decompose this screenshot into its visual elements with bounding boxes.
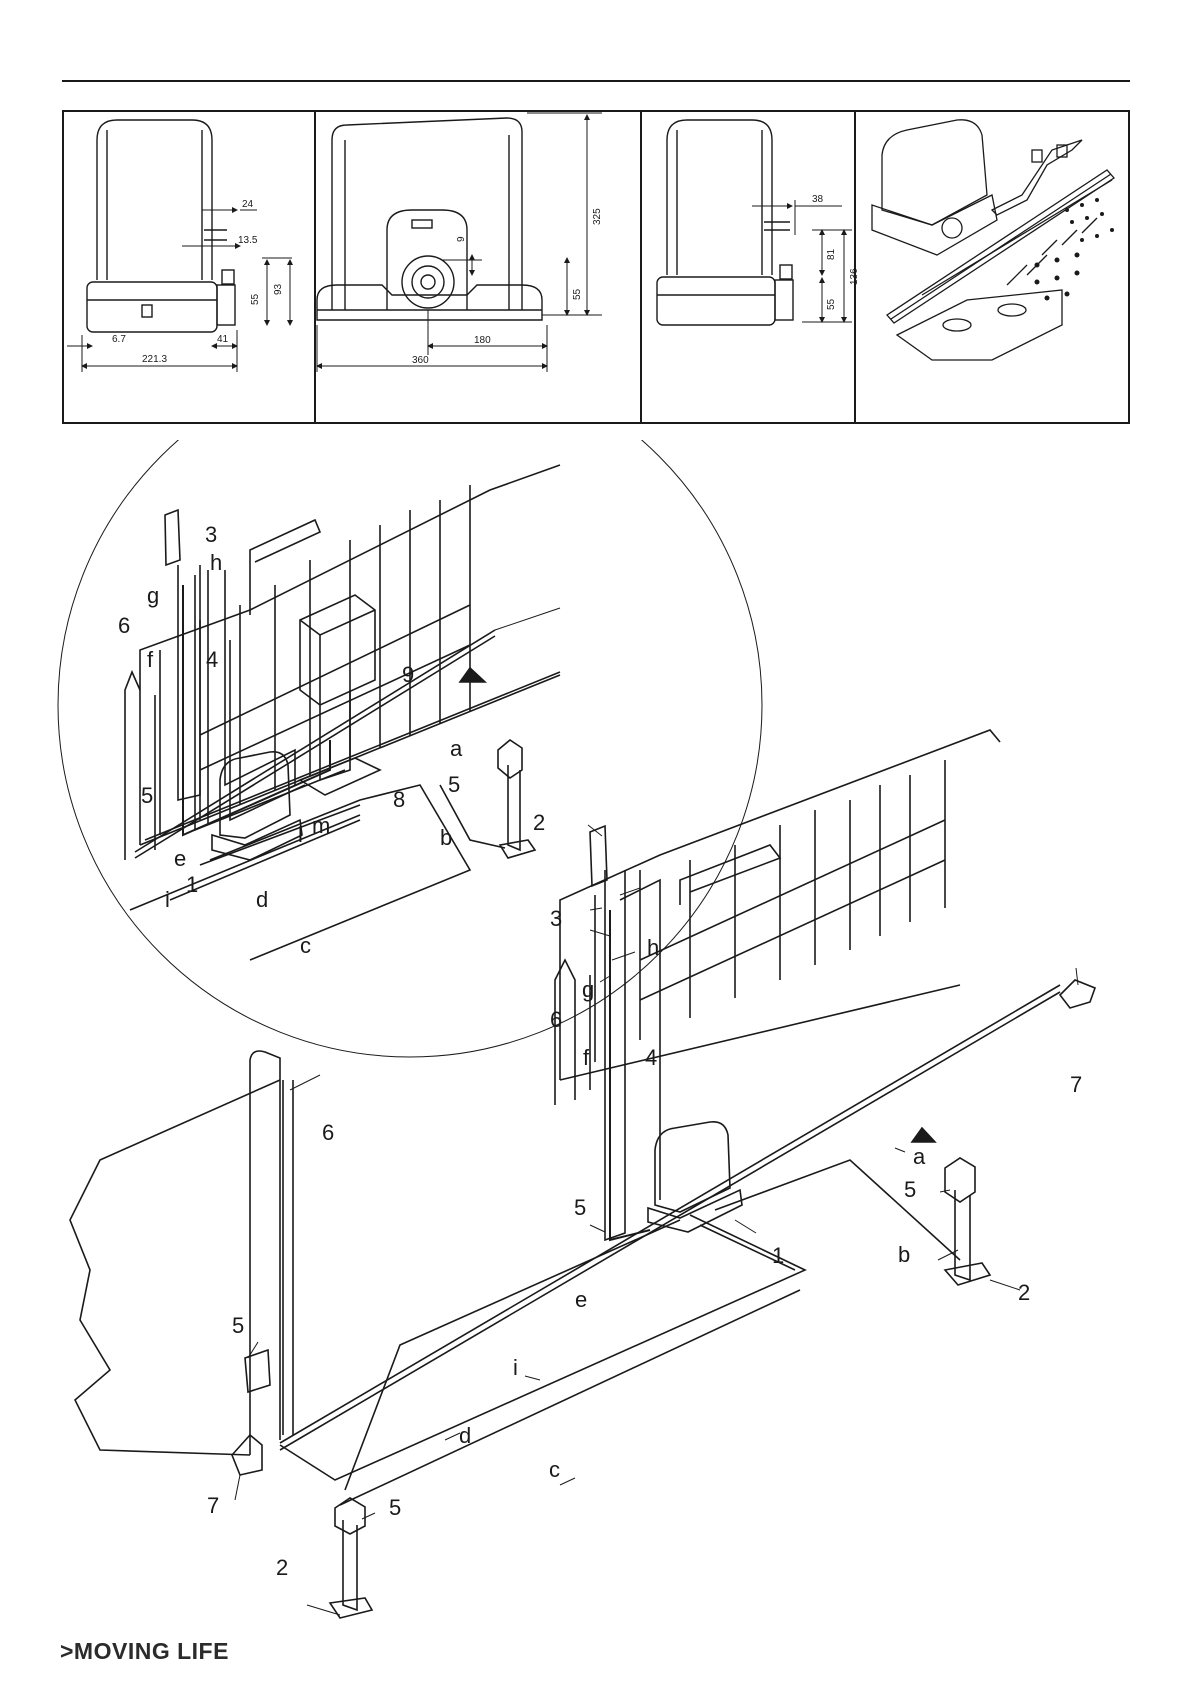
callout-overview-f: f [583,1045,590,1070]
callout-detail-4: 4 [206,647,218,672]
callout-overview-5-mid: 5 [574,1195,586,1220]
callout-overview-5-bottom: 5 [389,1495,401,1520]
callout-overview-g: g [582,977,594,1002]
callout-detail-l: l [298,822,303,847]
dim-9: 9 [456,236,467,242]
motor-side-view-2 [657,120,793,325]
callout-overview-d: d [459,1423,471,1448]
callout-detail-5-left: 5 [141,783,153,808]
callout-overview-7-left: 7 [207,1493,219,1518]
callout-overview-e: e [575,1287,587,1312]
dim-38: 38 [812,194,824,205]
callout-overview-a: a [913,1144,926,1169]
side-view-2-dimension-lines [752,200,852,322]
callout-detail-c: c [300,933,311,958]
dim-55-side-2: 55 [826,298,837,310]
callout-overview-2-right: 2 [1018,1280,1030,1305]
callout-detail-9: 9 [402,662,414,687]
dim-13-5: 13.5 [238,235,258,246]
motor-side-view [87,120,235,332]
dim-325: 325 [592,208,603,225]
callout-detail-8: 8 [393,787,405,812]
callout-detail-h: h [210,550,222,575]
callout-detail-i: i [165,887,170,912]
callout-overview-6-wall: 6 [322,1120,334,1145]
overview-gate-drawing [70,730,1095,1618]
dimensions-panel: 24 13.5 93 55 6.7 41 221.3 325 9 55 [62,110,1130,424]
callout-detail-b: b [440,825,452,850]
dim-221-3: 221.3 [142,354,167,365]
dim-24: 24 [242,199,254,210]
callout-overview-5-right: 5 [904,1177,916,1202]
callout-detail-d: d [256,887,268,912]
dim-136: 136 [849,268,860,285]
kit-contents-illustration [872,120,1114,360]
dim-81: 81 [826,248,837,260]
dim-360: 360 [412,355,429,366]
callout-overview-4: 4 [645,1045,657,1070]
installation-diagram: 3 h g 6 f 4 9 a 5 8 5 2 m l b e 1 i d c … [0,440,1191,1630]
dim-41: 41 [217,334,229,345]
callout-detail-3: 3 [205,522,217,547]
callout-overview-c: c [549,1457,560,1482]
callout-detail-6: 6 [118,613,130,638]
callout-detail-m: m [312,813,330,838]
callout-detail-1: 1 [186,872,198,897]
callout-overview-b: b [898,1242,910,1267]
callout-overview-i: i [513,1355,518,1380]
callout-detail-2: 2 [533,810,545,835]
side-view-dimension-lines [67,210,292,372]
dim-55-front: 55 [572,288,583,300]
callout-overview-6: 6 [550,1007,562,1032]
dim-55-side: 55 [250,293,261,305]
brand-logo: >MOVING LIFE [60,1638,229,1665]
dim-6-7: 6.7 [112,334,126,345]
callout-detail-a: a [450,736,463,761]
callout-detail-5-right: 5 [448,772,460,797]
callout-overview-2-bottom: 2 [276,1555,288,1580]
callout-detail-f: f [147,647,154,672]
callout-detail-g: g [147,583,159,608]
dim-93: 93 [273,283,284,295]
callout-overview-7-right: 7 [1070,1072,1082,1097]
motor-front-view [317,118,542,320]
callout-detail-e: e [174,846,186,871]
callout-overview-h: h [647,935,659,960]
callout-overview-1: 1 [772,1243,784,1268]
top-divider [62,80,1130,82]
callout-overview-3: 3 [550,906,562,931]
callout-overview-5-wall: 5 [232,1313,244,1338]
kit-fasteners [1035,198,1115,301]
dim-180: 180 [474,335,491,346]
